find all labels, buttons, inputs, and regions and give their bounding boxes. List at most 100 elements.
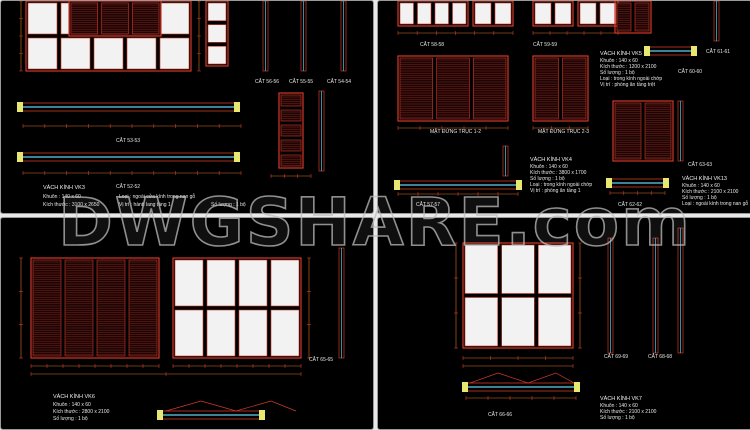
- spec-line: Loại : ngoài kính trong nan gỗ: [682, 200, 748, 207]
- vk3-drawing: CẮT 56-56 CẮT 55-55 CẮT 54-54 CẮT 53-53 …: [17, 1, 351, 208]
- spec-line: Khuôn : 140 x 60: [530, 164, 568, 170]
- vk7-drawing: CẮT 69-69 CẮT 68-68 CẮT 66-66 VÁCH KÍNH …: [454, 227, 684, 421]
- window-frame: [397, 55, 509, 122]
- spec-line: Loại : trong kính ngoài chớp: [600, 76, 662, 82]
- wall-block: [259, 410, 265, 420]
- glass-pane: [174, 259, 204, 307]
- spec-line: Kích thước : 2800 x 2100: [53, 409, 110, 415]
- section-label: CẮT 57-57: [416, 200, 440, 208]
- louver-panel: [644, 102, 672, 160]
- glass-pane: [452, 2, 467, 25]
- glass-pane: [270, 309, 300, 357]
- drawing-title: VÁCH KÍNH VK3: [43, 184, 85, 191]
- panel-vk4-vk5-vk13: CẮT 58-58 CẮT 59-59 CẮT 61-61 CẮT 60-60 …: [377, 0, 750, 214]
- glass-pane: [159, 37, 190, 70]
- section-label: CẮT 53-53: [116, 136, 140, 144]
- glass-pane: [238, 259, 268, 307]
- spec-line: Số lượng : 1 bộ: [211, 202, 246, 208]
- wall-block: [394, 180, 400, 190]
- glass-pane: [579, 2, 597, 25]
- glass-pane: [417, 2, 432, 25]
- section-label: CẮT 65-65: [309, 355, 333, 363]
- glass-pane: [27, 37, 58, 70]
- wall-block: [644, 46, 650, 56]
- spec-line: Loại : trong kính ngoài chớp: [530, 182, 592, 188]
- louver-panel: [70, 2, 98, 35]
- wall-block: [516, 180, 522, 190]
- glass-pane: [538, 244, 572, 294]
- glass-pane: [60, 37, 91, 70]
- spec-line: Kích thước : 3100 x 2650: [43, 202, 100, 208]
- elevation-label: MẶT ĐỨNG TRỤC 2-3: [538, 128, 589, 135]
- swing-line: [469, 372, 575, 384]
- vk6-drawing: CẮT 65-65 VÁCH KÍNH VK6 Khuôn : 140 x 60…: [19, 247, 345, 422]
- glass-pane: [159, 2, 190, 35]
- glass-pane: [206, 259, 236, 307]
- louver-panel: [132, 2, 160, 35]
- spec-line: Kích thước : 2100 x 2100: [600, 409, 657, 415]
- glass-pane: [534, 2, 552, 25]
- glass-pane: [174, 309, 204, 357]
- glass-pane: [238, 309, 268, 357]
- drawing-title: VÁCH KÍNH VK5: [600, 50, 642, 57]
- spec-line: Số lượng : 1 bộ: [600, 415, 635, 421]
- spec-line: Số lượng : 1 bộ: [53, 416, 88, 422]
- vk4-vk5-vk13-drawing: CẮT 58-58 CẮT 59-59 CẮT 61-61 CẮT 60-60 …: [394, 1, 748, 208]
- drawing-title: VÁCH KÍNH VK13: [682, 175, 727, 182]
- window-frame: [532, 1, 574, 27]
- wall-block: [17, 152, 23, 162]
- glass-pane: [207, 46, 227, 65]
- glass-pane: [207, 24, 227, 43]
- drawing-title: VÁCH KÍNH VK7: [600, 395, 642, 402]
- wall-block: [606, 178, 612, 188]
- section-label: CẮT 69-69: [604, 352, 628, 360]
- spec-line: Loại : ngoài cửa kính trong nan gỗ: [119, 193, 195, 200]
- section-label: CẮT 58-58: [420, 40, 444, 48]
- spec-line: Kích thước : 3800 x 1700: [530, 170, 587, 176]
- louver-panel: [280, 139, 302, 152]
- louver-panel: [280, 109, 302, 122]
- drawing-title: VÁCH KÍNH VK4: [530, 156, 572, 163]
- section-label: CẮT 52-52: [116, 182, 140, 190]
- section-label: CẮT 62-62: [618, 200, 642, 208]
- panel-vk6: CẮT 65-65 VÁCH KÍNH VK6 Khuôn : 140 x 60…: [0, 217, 374, 430]
- section-label: CẮT 68-68: [648, 352, 672, 360]
- glass-pane: [27, 2, 58, 35]
- glass-pane: [554, 2, 572, 25]
- spec-line: Khuôn : 140 x 60: [43, 194, 81, 200]
- spec-line: Khuôn : 140 x 60: [53, 402, 91, 408]
- window-frame: [472, 1, 514, 27]
- window-frame: [172, 257, 302, 359]
- louver-panel: [280, 124, 302, 137]
- glass-pane: [599, 2, 617, 25]
- glass-pane: [126, 37, 157, 70]
- louver-panel: [634, 2, 650, 32]
- louver-panel: [101, 2, 129, 35]
- window-frame: [205, 1, 229, 67]
- spec-line: Kích thước : 1200 x 2100: [600, 64, 657, 70]
- wall-block: [462, 382, 468, 392]
- wall-block: [234, 102, 240, 112]
- spec-line: Khuôn : 140 x 60: [600, 403, 638, 409]
- panel-vk7: CẮT 69-69 CẮT 68-68 CẮT 66-66 VÁCH KÍNH …: [377, 217, 750, 430]
- glass-pane: [207, 2, 227, 21]
- elevation-label: MẶT ĐỨNG TRỤC 1-2: [430, 128, 481, 135]
- window-frame: [25, 1, 192, 72]
- louver-panel: [614, 102, 642, 160]
- wall-block: [17, 102, 23, 112]
- section-label: CẮT 61-61: [706, 47, 730, 55]
- section-label: CẮT 55-55: [289, 77, 313, 85]
- louver-panel: [280, 94, 302, 107]
- window-frame: [614, 1, 652, 34]
- spec-line: Vị trí : phòng ăn tầng 1: [530, 188, 581, 194]
- wall-block: [691, 46, 697, 56]
- window-frame: [612, 100, 674, 162]
- glass-pane: [206, 309, 236, 357]
- spec-line: Vị trí : hành lang tầng 1: [119, 202, 171, 208]
- drawing-title: VÁCH KÍNH VK6: [53, 393, 95, 400]
- glass-pane: [538, 297, 572, 347]
- window-frame: [68, 1, 162, 37]
- louver-panel: [280, 154, 302, 167]
- section-label: CẮT 56-56: [255, 77, 279, 85]
- spec-line: Khuôn : 140 x 60: [682, 183, 720, 189]
